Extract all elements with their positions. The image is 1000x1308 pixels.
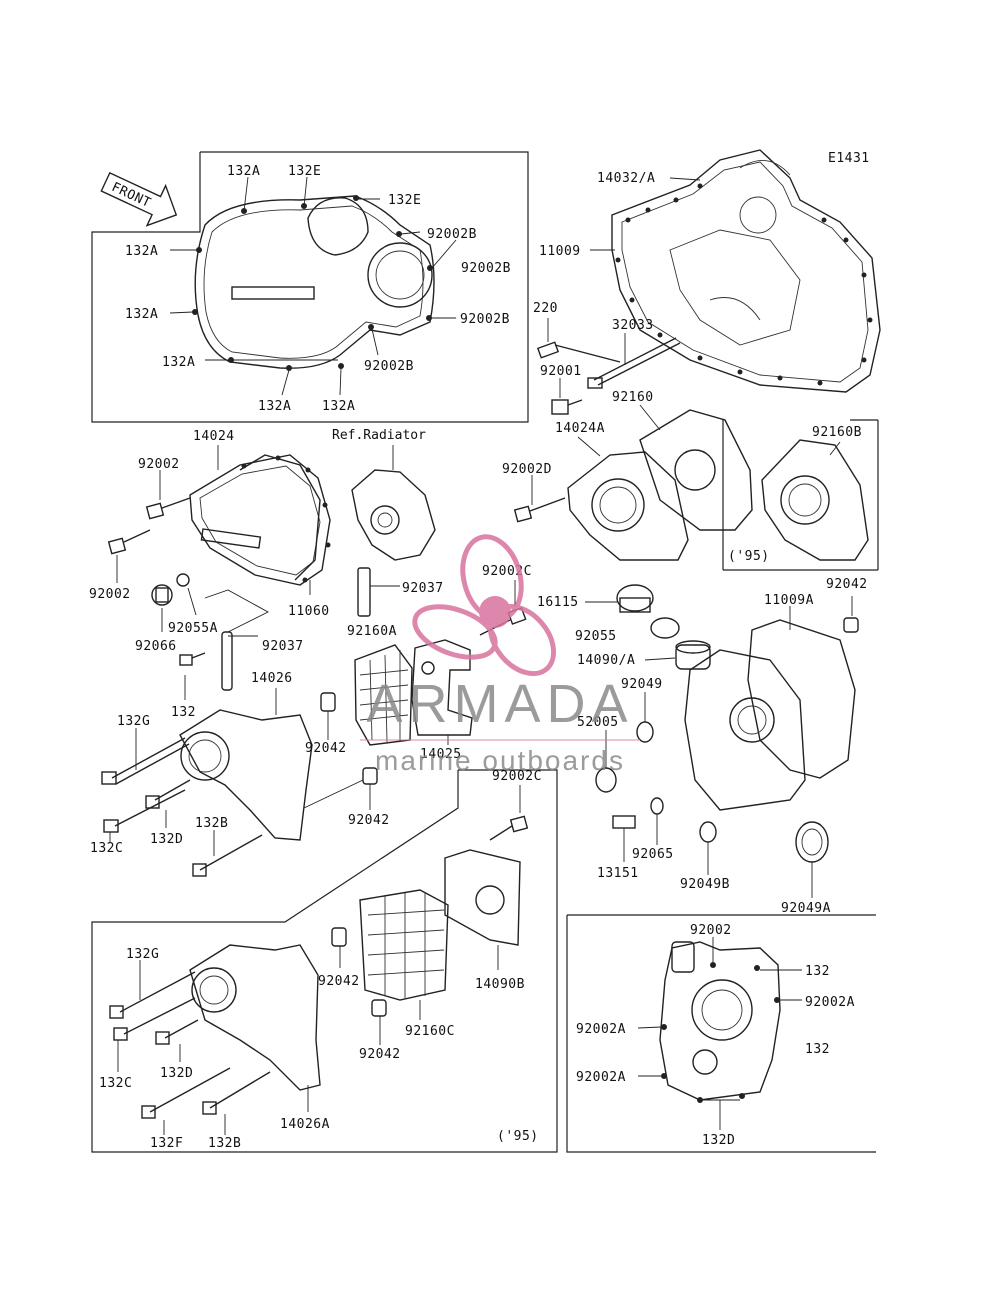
label-132G-2: 132G	[126, 947, 159, 962]
label-92002B-3: 92002B	[460, 312, 510, 327]
label-52005: 52005	[577, 715, 619, 730]
label-14032A: 14032/A	[597, 171, 655, 186]
watermark-brand: ARMADA	[366, 674, 633, 734]
label-132F: 132F	[150, 1136, 183, 1151]
label-132A-1: 132A	[227, 164, 260, 179]
label-92065: 92065	[632, 847, 674, 862]
label-92042-2: 92042	[305, 741, 347, 756]
label-132D-1: 132D	[150, 832, 183, 847]
label-14090A: 14090/A	[577, 653, 635, 668]
label-13151: 13151	[597, 866, 639, 881]
year-note-2: ('95)	[497, 1129, 539, 1144]
label-92037-2: 92037	[262, 639, 304, 654]
label-92037-1: 92037	[402, 581, 444, 596]
label-92160B: 92160B	[812, 425, 862, 440]
label-132-2: 132	[805, 964, 830, 979]
label-92002A-1: 92002A	[805, 995, 855, 1010]
label-132C-1: 132C	[90, 841, 123, 856]
lower-right-group: 92002 132 92002A 92002A 132 92002A 132D	[576, 923, 855, 1148]
left-cover-14024	[107, 445, 331, 700]
label-11009: 11009	[539, 244, 581, 259]
label-16115: 16115	[537, 595, 579, 610]
cover-92160B: ('95)	[728, 439, 869, 564]
gasket-14090B: 92002C 14090B	[444, 769, 542, 992]
label-14026A: 14026A	[280, 1117, 330, 1132]
clutch-cover-labels: 132A 132E 132E 132A 92002B 92002B 132A 9…	[125, 164, 511, 414]
frame-lines	[91, 151, 879, 1153]
label-132: 132	[171, 705, 196, 720]
label-92066: 92066	[135, 639, 177, 654]
propeller-logo-icon	[412, 534, 557, 677]
label-11009A: 11009A	[764, 593, 814, 608]
label-14024: 14024	[193, 429, 235, 444]
label-132A-2: 132A	[125, 244, 158, 259]
label-92002B-2: 92002B	[461, 261, 511, 276]
label-92055A: 92055A	[168, 621, 218, 636]
label-14025: 14025	[420, 747, 462, 762]
label-14090B: 14090B	[475, 977, 525, 992]
label-132A-5: 132A	[258, 399, 291, 414]
watermark: ARMADA marine outboards	[360, 534, 640, 776]
label-132A-4: 132A	[162, 355, 195, 370]
label-14026: 14026	[251, 671, 293, 686]
crankcase-cover-outline	[536, 149, 881, 415]
label-132D-3: 132D	[702, 1133, 735, 1148]
label-32033: 32033	[612, 318, 654, 333]
label-92049A: 92049A	[781, 901, 831, 916]
label-132G-1: 132G	[117, 714, 150, 729]
lower-left-group: 92160C 92042 92042 132G 132C 132D 132F 1…	[99, 889, 539, 1151]
left-cover-labels: 14024 92002 92002 92066 92055A 11060 920…	[89, 429, 330, 720]
label-92002B-4: 92002B	[364, 359, 414, 374]
label-92049: 92049	[621, 677, 663, 692]
label-11060: 11060	[288, 604, 330, 619]
label-132E-1: 132E	[288, 164, 321, 179]
label-14024A: 14024A	[555, 421, 605, 436]
year-note-1: ('95)	[728, 549, 770, 564]
crankcase-cover-labels: 14032/A 11009 220 32033 92001 92160 9216…	[533, 171, 862, 440]
ref-note: Ref.Radiator	[332, 428, 426, 443]
label-92002-2: 92002	[89, 587, 131, 602]
label-92002A-2: 92002A	[576, 1022, 626, 1037]
front-arrow-icon: FRONT	[100, 171, 178, 227]
label-132B-1: 132B	[195, 816, 228, 831]
label-92055: 92055	[575, 629, 617, 644]
front-arrow-label: FRONT	[109, 180, 153, 211]
label-92042-1: 92042	[826, 577, 868, 592]
label-92160A: 92160A	[347, 624, 397, 639]
label-92002D: 92002D	[502, 462, 552, 477]
diagram-code: E1431	[828, 151, 870, 166]
label-132A-6: 132A	[322, 399, 355, 414]
cover-14026-labels: 14026 132G 92042 132C 132D 92042 132B	[90, 671, 390, 856]
label-92042-5: 92042	[359, 1047, 401, 1062]
label-92160: 92160	[612, 390, 654, 405]
label-92001: 92001	[540, 364, 582, 379]
label-132-3: 132	[805, 1042, 830, 1057]
label-92160C: 92160C	[405, 1024, 455, 1039]
label-92042-3: 92042	[348, 813, 390, 828]
label-132C-2: 132C	[99, 1076, 132, 1091]
label-220: 220	[533, 301, 558, 316]
label-132D-2: 132D	[160, 1066, 193, 1081]
clutch-cover-outline	[169, 176, 457, 396]
label-92002C-2: 92002C	[492, 769, 542, 784]
watermark-tagline: marine outboards	[375, 745, 625, 776]
oil-filler-group: 92002C 16115 92055 14090/A	[479, 564, 711, 670]
label-132B-2: 132B	[208, 1136, 241, 1151]
label-92002C-1: 92002C	[482, 564, 532, 579]
label-132A-3: 132A	[125, 307, 158, 322]
cover-14024A: 14024A 92002D	[502, 404, 753, 561]
water-pump-ref: Ref.Radiator 92037	[332, 428, 444, 617]
label-92002-1: 92002	[138, 457, 180, 472]
label-92049B: 92049B	[680, 877, 730, 892]
label-92002B-1: 92002B	[427, 227, 477, 242]
label-92002A-3: 92002A	[576, 1070, 626, 1085]
cover-11009A: 11009A 92042	[684, 577, 868, 811]
label-132E-2: 132E	[388, 193, 421, 208]
label-92042-4: 92042	[318, 974, 360, 989]
bracket-14025: 14025	[411, 639, 473, 762]
seal-parts: 92049 52005 92065 13151 92049B 92049A	[577, 677, 831, 916]
label-92002-3: 92002	[690, 923, 732, 938]
cover-14026	[101, 688, 378, 877]
